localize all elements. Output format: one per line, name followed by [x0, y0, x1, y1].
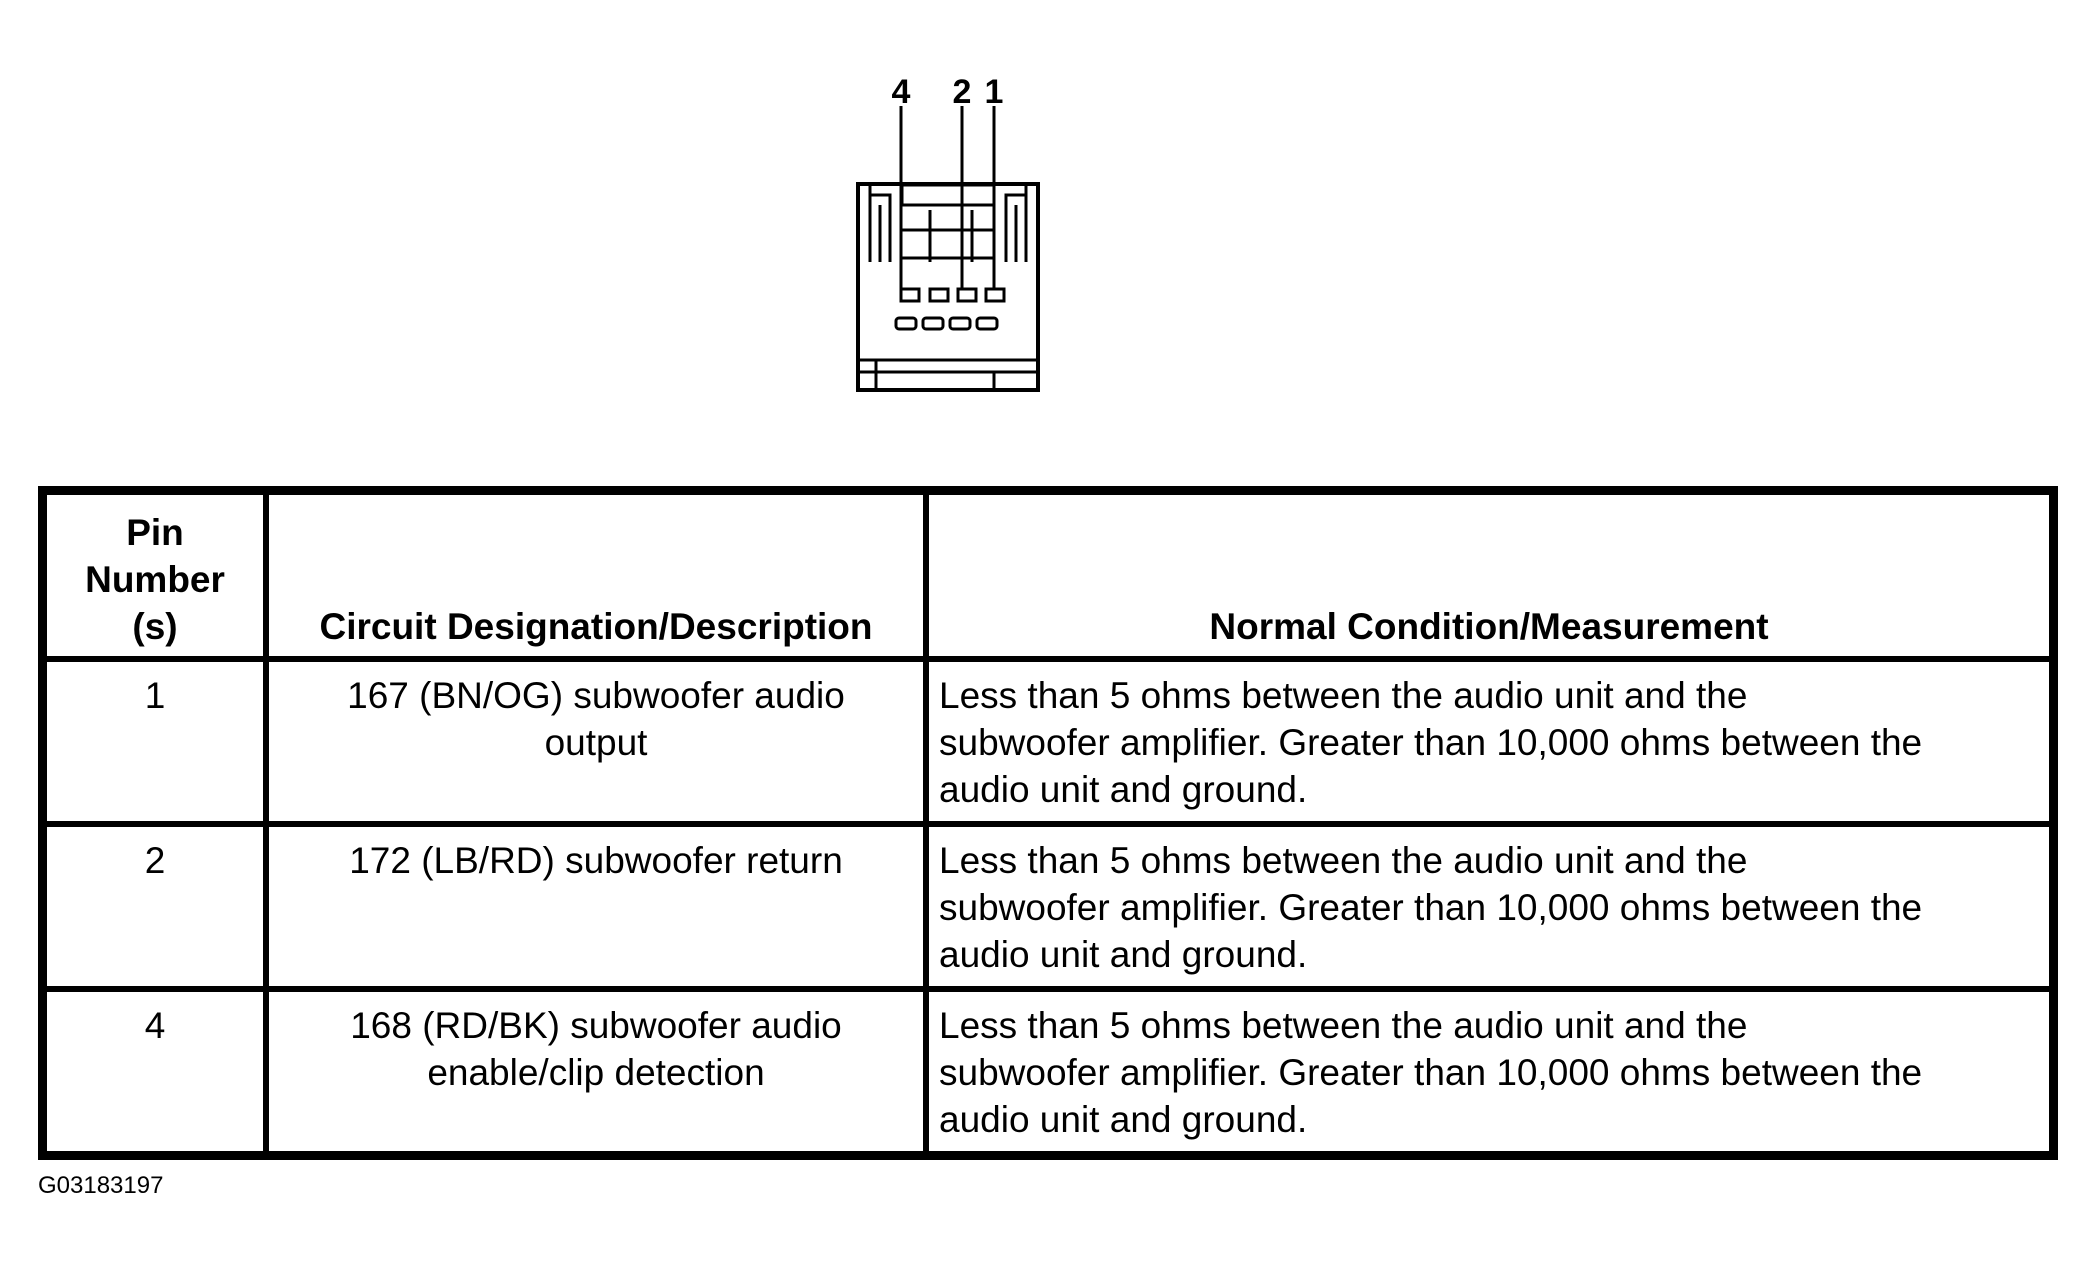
cell-line: subwoofer amplifier. Greater than 10,000…	[939, 1052, 1923, 1093]
cell-measurement: Less than 5 ohms between the audio unit …	[926, 824, 2052, 989]
table-row: 1 167 (BN/OG) subwoofer audio output Les…	[44, 659, 2052, 824]
cell-line: enable/clip detection	[427, 1052, 765, 1093]
cell-circuit: 167 (BN/OG) subwoofer audio output	[266, 659, 926, 824]
pin-label-1: 1	[985, 73, 1004, 111]
pin-label-2: 2	[953, 73, 972, 111]
cell-line: 167 (BN/OG) subwoofer audio	[347, 675, 845, 716]
terminal-row-bottom	[894, 316, 999, 331]
pin-table: Pin Number (s) Circuit Designation/Descr…	[38, 486, 2058, 1160]
cell-line: subwoofer amplifier. Greater than 10,000…	[939, 887, 1923, 928]
cell-circuit: 172 (LB/RD) subwoofer return	[266, 824, 926, 989]
header-pin-number: Pin Number (s)	[44, 492, 266, 659]
pin-label-4: 4	[892, 73, 911, 111]
connector-diagram: 4 2 1	[856, 73, 1040, 392]
table-header-row: Pin Number (s) Circuit Designation/Descr…	[44, 492, 2052, 659]
header-pin-line: (s)	[132, 606, 178, 647]
cell-line: audio unit and ground.	[939, 769, 1308, 810]
terminal-row-top	[899, 287, 1006, 303]
cell-pin: 1	[44, 659, 266, 824]
header-pin-line: Pin	[126, 512, 184, 553]
header-circuit: Circuit Designation/Description	[266, 492, 926, 659]
cell-pin: 4	[44, 989, 266, 1154]
cell-line: Less than 5 ohms between the audio unit …	[939, 675, 1748, 716]
cell-line: Less than 5 ohms between the audio unit …	[939, 840, 1748, 881]
cell-measurement: Less than 5 ohms between the audio unit …	[926, 659, 2052, 824]
cell-circuit: 168 (RD/BK) subwoofer audio enable/clip …	[266, 989, 926, 1154]
cell-line: Less than 5 ohms between the audio unit …	[939, 1005, 1748, 1046]
cell-line: output	[544, 722, 648, 763]
cell-line: subwoofer amplifier. Greater than 10,000…	[939, 722, 1923, 763]
cell-measurement: Less than 5 ohms between the audio unit …	[926, 989, 2052, 1154]
header-pin-line: Number	[85, 559, 225, 600]
table-row: 4 168 (RD/BK) subwoofer audio enable/cli…	[44, 989, 2052, 1154]
figure-id: G03183197	[38, 1172, 164, 1199]
cell-line: audio unit and ground.	[939, 1099, 1308, 1140]
cell-line: 172 (LB/RD) subwoofer return	[349, 840, 843, 881]
cell-line: 168 (RD/BK) subwoofer audio	[350, 1005, 842, 1046]
cell-pin: 2	[44, 824, 266, 989]
cell-line: audio unit and ground.	[939, 934, 1308, 975]
pin-leader-lines	[899, 106, 996, 290]
table-row: 2 172 (LB/RD) subwoofer return Less than…	[44, 824, 2052, 989]
header-measurement: Normal Condition/Measurement	[926, 492, 2052, 659]
